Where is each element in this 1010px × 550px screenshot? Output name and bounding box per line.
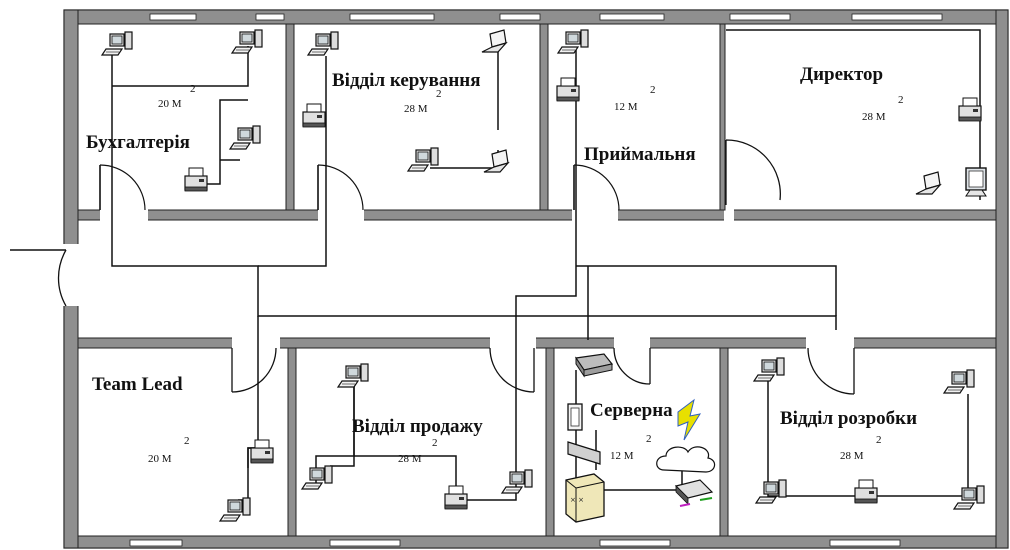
printer-icon	[958, 97, 982, 122]
room-area-development: 28 M	[840, 450, 864, 462]
door-teamlead	[231, 347, 277, 393]
computer-workstation-icon	[953, 485, 985, 510]
printer-icon	[302, 103, 326, 128]
computer-workstation-icon	[219, 497, 251, 522]
room-title-teamlead: Team Lead	[92, 374, 183, 395]
room-title-reception: Приймальня	[584, 144, 696, 165]
room-area-sup-teamlead: 2	[184, 435, 190, 447]
computer-workstation-icon	[943, 369, 975, 394]
door-director	[725, 139, 781, 205]
room-area-sup-accounting: 2	[190, 83, 196, 95]
door-reception	[573, 164, 620, 211]
monitor-icon	[965, 167, 987, 197]
entrance-door	[57, 249, 67, 307]
room-area-director: 28 M	[862, 111, 886, 123]
door-accounting	[99, 164, 146, 211]
room-area-management: 28 M	[404, 103, 428, 115]
network-switch-icon	[574, 353, 614, 378]
computer-workstation-icon	[231, 29, 263, 54]
door-management	[317, 164, 364, 211]
room-labels: Бухгалтерія 20 M 2 Відділ керування 28 M…	[86, 64, 917, 465]
printer-icon	[184, 167, 208, 192]
room-area-reception: 12 M	[614, 101, 638, 113]
room-title-server: Серверна	[590, 400, 673, 421]
door-development	[807, 347, 855, 395]
laptop-icon	[915, 171, 941, 195]
server-tower-icon: × ×	[565, 473, 605, 523]
computer-workstation-icon	[501, 469, 533, 494]
network-switch-icon	[567, 441, 601, 465]
computer-workstation-icon	[755, 479, 787, 504]
computer-workstation-icon	[557, 29, 589, 54]
room-area-sup-development: 2	[876, 434, 882, 446]
devices: × ×	[101, 29, 987, 523]
room-area-sup-reception: 2	[650, 84, 656, 96]
room-title-accounting: Бухгалтерія	[86, 132, 190, 153]
printer-icon	[444, 485, 468, 510]
svg-text:× ×: × ×	[570, 496, 584, 504]
room-area-sales: 28 M	[398, 453, 422, 465]
room-area-sup-management: 2	[436, 88, 442, 100]
walls	[62, 9, 1009, 549]
room-area-sup-server: 2	[646, 433, 652, 445]
room-title-director: Директор	[800, 64, 883, 85]
door-server	[613, 347, 651, 385]
computer-workstation-icon	[101, 31, 133, 56]
computer-workstation-icon	[337, 363, 369, 388]
room-area-sup-director: 2	[898, 94, 904, 106]
router-icon	[674, 479, 714, 507]
room-title-sales: Відділ продажу	[352, 416, 483, 437]
printer-icon	[854, 479, 878, 504]
room-title-management: Відділ керування	[332, 70, 481, 91]
computer-workstation-icon	[307, 31, 339, 56]
room-area-sup-sales: 2	[432, 437, 438, 449]
door-sales	[489, 347, 535, 393]
room-area-accounting: 20 M	[158, 98, 182, 110]
room-title-development: Відділ розробки	[780, 408, 917, 429]
printer-icon	[250, 439, 274, 464]
computer-workstation-icon	[753, 357, 785, 382]
computer-workstation-icon	[229, 125, 261, 150]
computer-workstation-icon	[301, 465, 333, 490]
room-area-teamlead: 20 M	[148, 453, 172, 465]
laptop-icon	[481, 29, 507, 53]
rack-panel-icon	[567, 403, 583, 431]
doors	[10, 139, 855, 395]
room-area-server: 12 M	[610, 450, 634, 462]
lightning-bolt-icon	[677, 398, 702, 441]
internet-cloud-icon	[656, 446, 716, 473]
